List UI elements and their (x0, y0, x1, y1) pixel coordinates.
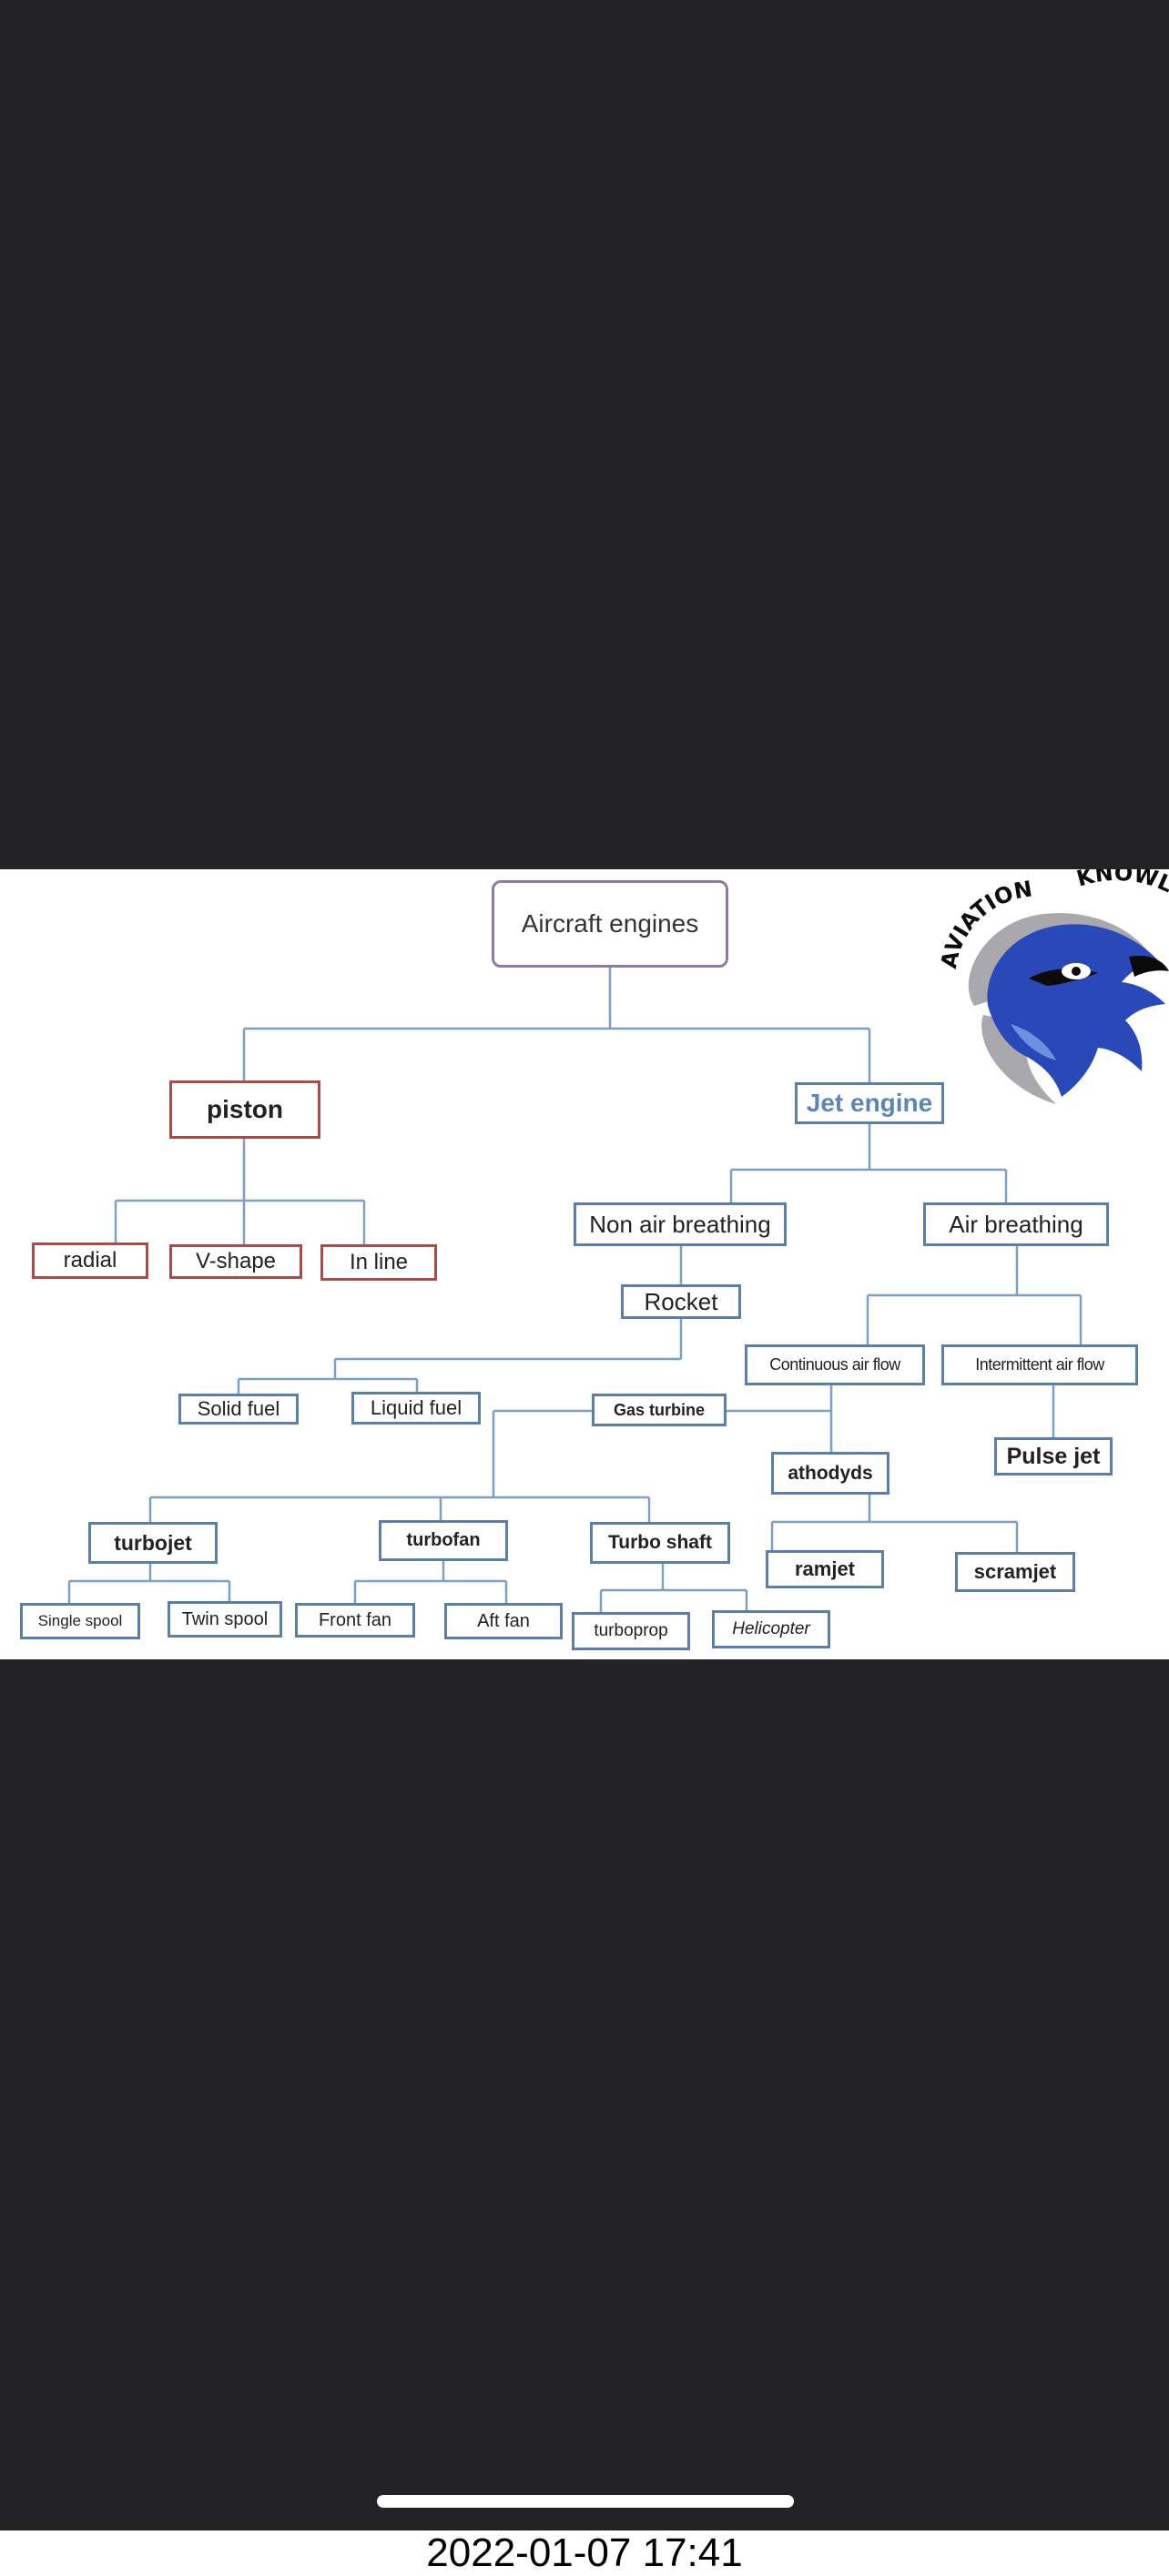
node-helicopter: Helicopter (712, 1610, 830, 1648)
node-piston: piston (169, 1080, 320, 1139)
node-liquid-fuel: Liquid fuel (351, 1392, 481, 1425)
diagram-image: Aircraft engines piston Jet engine radia… (0, 869, 1169, 1659)
node-single-spool: Single spool (20, 1603, 140, 1639)
aviation-knowledge-logo-icon: AVIATION KNOWLEDGE (936, 869, 1169, 1104)
connector-lines (67, 924, 1083, 1612)
node-non-air-breathing: Non air breathing (574, 1202, 787, 1246)
node-aft-fan: Aft fan (444, 1603, 563, 1639)
node-continuous-airflow: Continuous air flow (745, 1344, 925, 1385)
node-turbo-shaft: Turbo shaft (590, 1522, 730, 1564)
node-in-line: In line (320, 1244, 437, 1281)
node-turboprop: turboprop (572, 1612, 690, 1650)
node-turbojet: turbojet (88, 1522, 218, 1564)
photo-timestamp: 2022-01-07 17:41 (0, 2530, 1169, 2576)
node-radial: radial (32, 1242, 148, 1279)
node-air-breathing: Air breathing (923, 1202, 1109, 1246)
node-ramjet: ramjet (766, 1550, 884, 1588)
node-v-shape: V-shape (169, 1244, 302, 1279)
node-twin-spool: Twin spool (168, 1601, 282, 1638)
node-turbofan: turbofan (379, 1520, 508, 1561)
node-jet-engine: Jet engine (795, 1082, 944, 1124)
node-intermittent-airflow: Intermittent air flow (941, 1344, 1138, 1385)
node-pulse-jet: Pulse jet (994, 1437, 1113, 1476)
node-aircraft-engines: Aircraft engines (492, 880, 728, 968)
node-front-fan: Front fan (295, 1603, 415, 1638)
node-gas-turbine: Gas turbine (592, 1394, 727, 1426)
node-solid-fuel: Solid fuel (178, 1394, 299, 1425)
home-indicator[interactable] (377, 2495, 794, 2508)
node-athodyds: athodyds (771, 1452, 889, 1495)
node-scramjet: scramjet (955, 1552, 1075, 1592)
node-rocket: Rocket (621, 1284, 741, 1319)
